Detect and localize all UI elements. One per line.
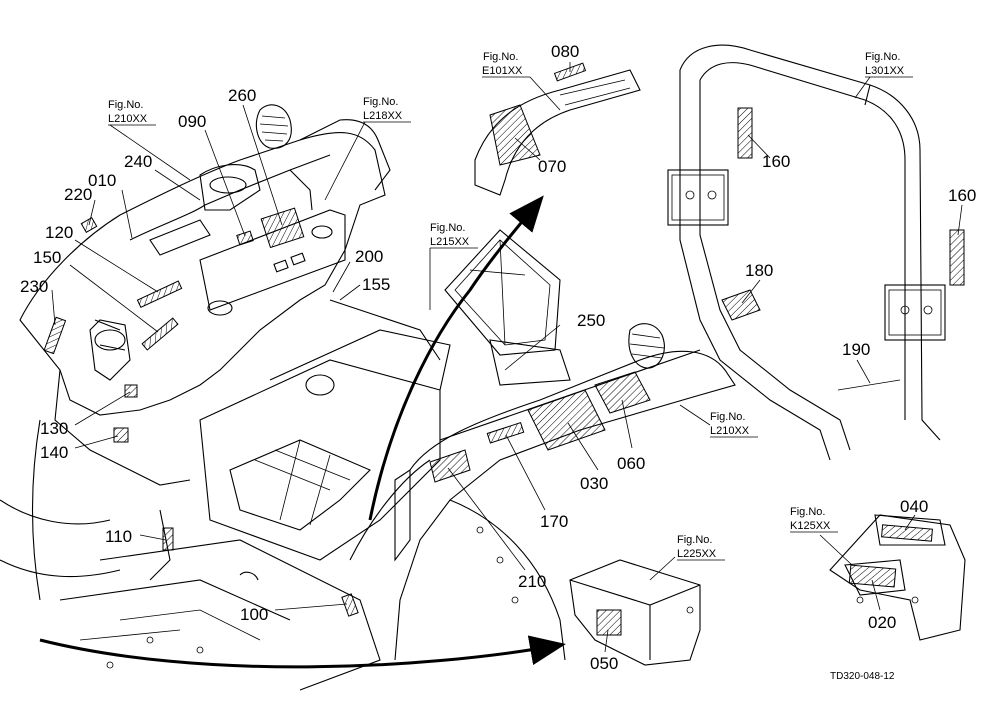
svg-text:E101XX: E101XX xyxy=(482,65,523,77)
decal-160a xyxy=(737,107,753,159)
callout-220: 220 xyxy=(64,185,92,204)
callout-120: 120 xyxy=(45,223,73,242)
decal-areas xyxy=(43,62,965,636)
fig-ref-l218: Fig.No. L218XX xyxy=(363,96,411,123)
decal-180 xyxy=(721,289,761,321)
callout-230: 230 xyxy=(20,277,48,296)
callout-155: 155 xyxy=(362,275,390,294)
callout-numbers: 080 260 090 240 010 220 120 150 230 130 … xyxy=(20,42,976,673)
decal-230 xyxy=(43,316,67,355)
svg-text:Fig.No.: Fig.No. xyxy=(108,99,143,111)
figure-references: Fig.No. E101XX Fig.No. L210XX Fig.No. L2… xyxy=(108,51,913,561)
svg-text:K125XX: K125XX xyxy=(790,520,831,532)
decal-070 xyxy=(489,104,541,166)
svg-text:L218XX: L218XX xyxy=(363,110,403,122)
callout-140: 140 xyxy=(40,443,68,462)
callout-050: 050 xyxy=(590,654,618,673)
svg-text:L215XX: L215XX xyxy=(430,236,470,248)
decal-160b xyxy=(949,229,965,286)
callout-090: 090 xyxy=(178,112,206,131)
decal-210 xyxy=(429,449,471,483)
rops-frame xyxy=(667,44,946,461)
decal-100 xyxy=(341,593,359,617)
floor-step xyxy=(59,299,451,691)
fig-ref-l301: Fig.No. L301XX xyxy=(865,51,913,78)
callout-100: 100 xyxy=(240,605,268,624)
callout-070: 070 xyxy=(538,157,566,176)
decal-060 xyxy=(594,371,651,414)
fig-ref-e101: Fig.No. E101XX xyxy=(482,51,530,78)
callout-250: 250 xyxy=(577,311,605,330)
fig-ref-l210-right: Fig.No. L210XX xyxy=(710,411,758,438)
callout-170: 170 xyxy=(540,512,568,531)
callout-190: 190 xyxy=(842,340,870,359)
flow-arrows xyxy=(39,195,566,669)
callout-130: 130 xyxy=(40,419,68,438)
callout-180: 180 xyxy=(745,261,773,280)
callout-030: 030 xyxy=(580,474,608,493)
svg-text:L210XX: L210XX xyxy=(108,113,148,125)
callout-240: 240 xyxy=(124,152,152,171)
svg-text:L225XX: L225XX xyxy=(677,548,717,560)
decal-110 xyxy=(162,527,174,551)
callout-080: 080 xyxy=(551,42,579,61)
leader-lines xyxy=(51,62,963,653)
decal-260 xyxy=(260,207,305,249)
left-fender-console xyxy=(0,104,391,601)
cover-k125 xyxy=(829,514,966,641)
svg-text:Fig.No.: Fig.No. xyxy=(677,534,712,546)
box-l225 xyxy=(569,559,701,666)
svg-text:Fig.No.: Fig.No. xyxy=(483,51,518,63)
diagram-code: TD320-048-12 xyxy=(830,671,895,682)
svg-text:Fig.No.: Fig.No. xyxy=(363,96,398,108)
callout-110: 110 xyxy=(105,527,132,546)
decal-150 xyxy=(141,317,179,351)
callout-010: 010 xyxy=(88,171,116,190)
decal-040 xyxy=(881,524,933,542)
decal-120 xyxy=(136,280,183,309)
svg-text:Fig.No.: Fig.No. xyxy=(710,411,745,423)
fig-ref-l225: Fig.No. L225XX xyxy=(677,534,725,561)
arrow-to-seat-belt xyxy=(368,195,544,521)
callout-260: 260 xyxy=(228,86,256,105)
callout-200: 200 xyxy=(355,247,383,266)
fig-ref-k125: Fig.No. K125XX xyxy=(790,506,838,533)
decal-140 xyxy=(113,427,129,443)
svg-text:L210XX: L210XX xyxy=(710,425,750,437)
arrow-to-box xyxy=(39,635,566,669)
seat-frame xyxy=(444,229,571,386)
decal-030 xyxy=(527,389,606,451)
decal-020 xyxy=(848,564,897,588)
callout-150: 150 xyxy=(33,248,61,267)
decal-050 xyxy=(596,609,622,636)
decal-090 xyxy=(236,230,254,246)
svg-text:Fig.No.: Fig.No. xyxy=(865,51,900,63)
svg-text:L301XX: L301XX xyxy=(865,65,905,77)
decal-170 xyxy=(486,422,525,444)
svg-text:Fig.No.: Fig.No. xyxy=(430,222,465,234)
callout-060: 060 xyxy=(617,454,645,473)
callout-160b: 160 xyxy=(948,186,976,205)
callout-210: 210 xyxy=(518,572,546,591)
callout-040: 040 xyxy=(900,497,928,516)
fig-ref-l215: Fig.No. L215XX xyxy=(430,222,478,249)
callout-160a: 160 xyxy=(762,152,790,171)
decal-190 xyxy=(837,379,901,391)
callout-020: 020 xyxy=(868,613,896,632)
svg-text:Fig.No.: Fig.No. xyxy=(790,506,825,518)
decal-130 xyxy=(124,384,138,398)
fig-ref-l210-left: Fig.No. L210XX xyxy=(108,99,156,126)
